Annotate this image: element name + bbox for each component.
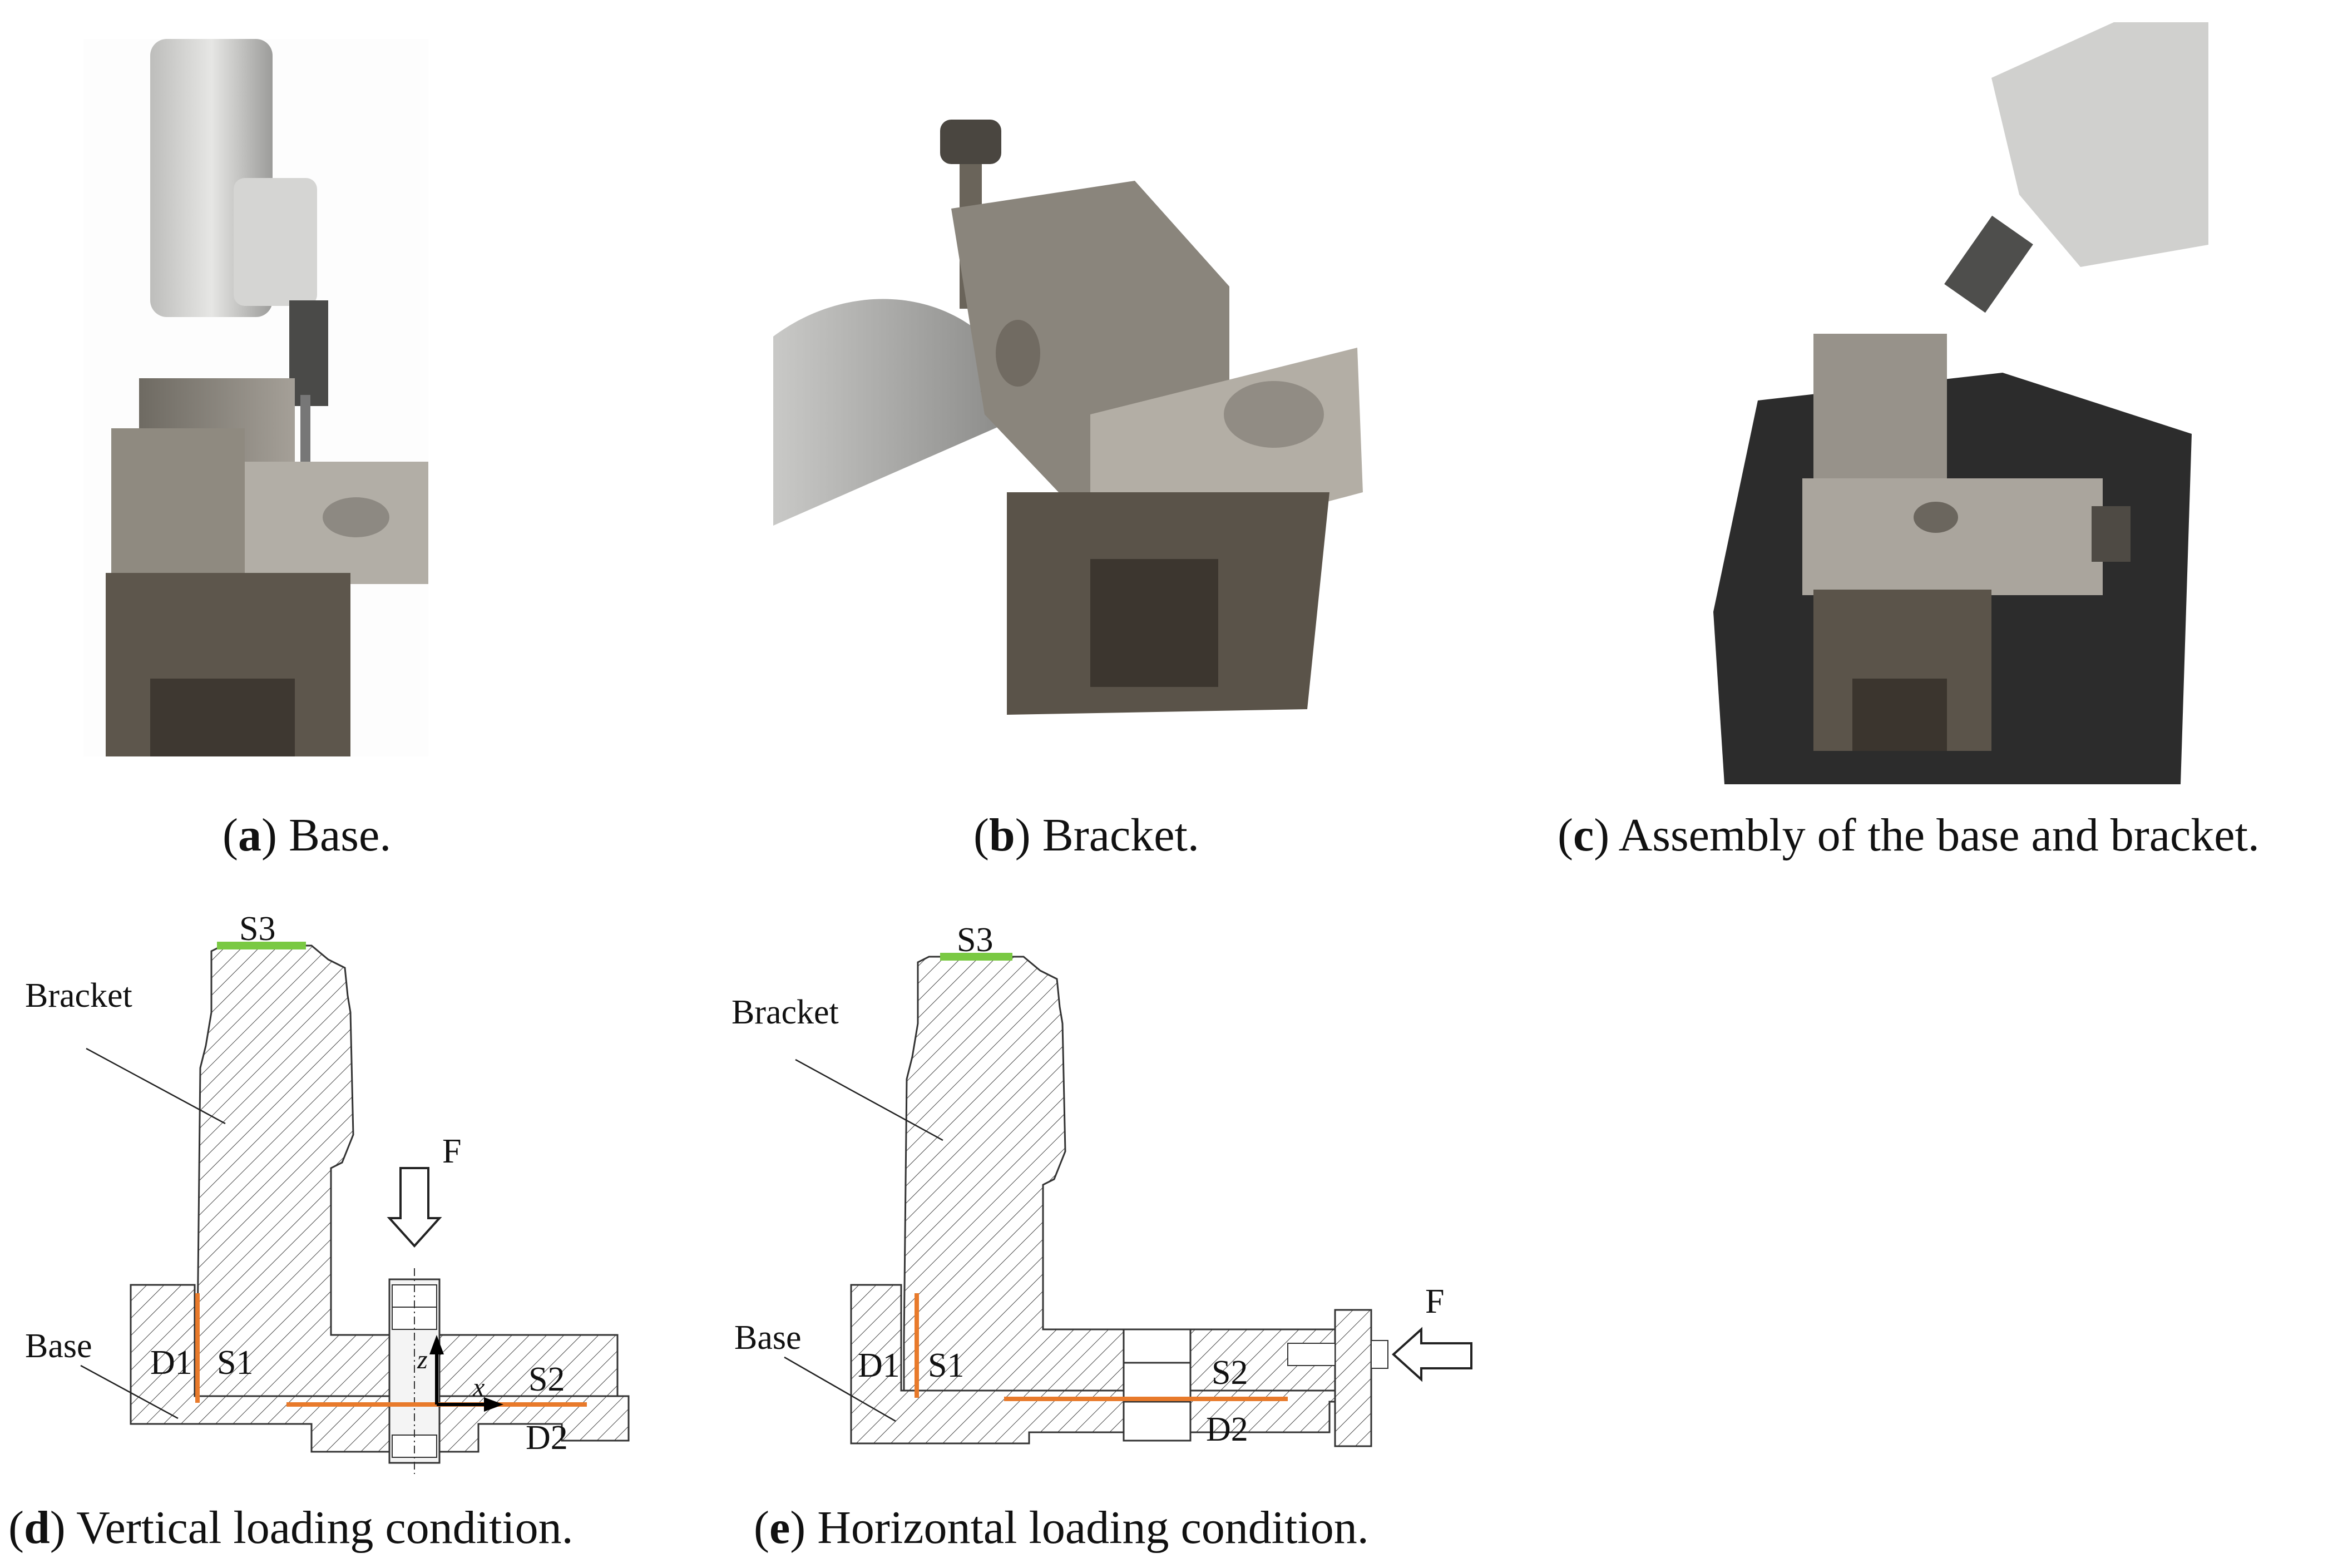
bracket-shape xyxy=(196,944,619,1397)
caption-text: Vertical loading condition. xyxy=(76,1502,574,1554)
label-s2: S2 xyxy=(1212,1354,1248,1392)
caption-letter: a xyxy=(238,809,261,861)
caption-text: Horizontal loading condition. xyxy=(817,1502,1369,1554)
caption-letter: d xyxy=(23,1502,50,1554)
force-arrow xyxy=(1392,1327,1472,1382)
label-s2: S2 xyxy=(528,1361,565,1398)
label-d1: D1 xyxy=(858,1347,900,1384)
caption-letter: b xyxy=(988,809,1015,861)
photo-base xyxy=(83,39,534,756)
caption-e: (e) Horizontal loading condition. xyxy=(754,1502,1369,1554)
label-bracket: Bracket xyxy=(25,977,132,1015)
label-s3: S3 xyxy=(239,910,275,948)
caption-a: (a) Base. xyxy=(223,809,392,861)
label-force: F xyxy=(442,1132,461,1170)
label-bracket: Bracket xyxy=(731,993,839,1031)
caption-b: (b) Bracket. xyxy=(973,809,1199,861)
label-d2: D2 xyxy=(1206,1411,1248,1448)
label-s3: S3 xyxy=(957,921,993,959)
label-axis-x: x xyxy=(472,1373,485,1402)
caption-text: Assembly of the base and bracket. xyxy=(1618,809,2260,861)
caption-letter: c xyxy=(1573,809,1594,861)
label-base: Base xyxy=(734,1319,802,1357)
label-axis-z: z xyxy=(417,1345,428,1374)
caption-text: Base. xyxy=(288,809,392,861)
diagram-vertical-loading: Bracket Base S3 D1 S1 S2 D2 F z x xyxy=(11,901,651,1485)
photo-bracket xyxy=(773,103,1368,715)
label-s1: S1 xyxy=(928,1347,964,1384)
caption-text: Bracket. xyxy=(1042,809,1199,861)
label-s1: S1 xyxy=(217,1344,253,1382)
force-arrow xyxy=(387,1167,442,1248)
diagram-horizontal-loading: Bracket Base S3 D1 S1 S2 D2 F xyxy=(723,901,1513,1485)
caption-letter: e xyxy=(769,1502,790,1554)
photo-assembly xyxy=(1691,11,2208,784)
caption-d: (d) Vertical loading condition. xyxy=(8,1502,574,1554)
label-d1: D1 xyxy=(150,1344,192,1382)
label-force: F xyxy=(1425,1283,1444,1320)
caption-c: (c) Assembly of the base and bracket. xyxy=(1558,809,2260,861)
bracket-shape xyxy=(903,956,1336,1392)
label-base: Base xyxy=(25,1327,92,1365)
label-d2: D2 xyxy=(526,1419,568,1457)
base-shape xyxy=(850,1284,1336,1445)
base-shape xyxy=(130,1284,630,1453)
